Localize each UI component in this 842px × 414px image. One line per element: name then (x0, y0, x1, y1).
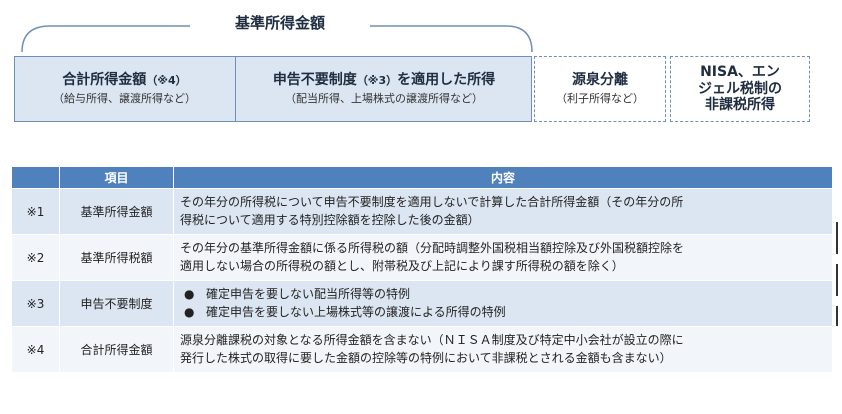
row-content-line: その年分の所得税について申告不要制度を適用しないで計算した合計所得金額（その年分… (180, 195, 684, 210)
row-content: その年分の所得税について申告不要制度を適用しないで計算した合計所得金額（その年分… (173, 188, 833, 235)
bullet-dot: ● (184, 304, 195, 319)
bullet-item: ● 確定申告を要しない配当所得等の特例 (180, 286, 826, 303)
row-content-line: 得税について適用する特別控除額を控除した後の金額） (180, 212, 480, 227)
edge-mark (836, 222, 838, 254)
diagram-title: 基準所得金額 (190, 12, 370, 33)
box-no-filing-note: （※3） (356, 74, 398, 88)
box-separate-withholding: 源泉分離 （利子所得など） (534, 56, 666, 122)
included-income-group (14, 56, 532, 122)
row-content: その年分の基準所得金額に係る所得税の額（分配時調整外国税相当額控除及び外国税額控… (173, 234, 833, 281)
edge-mark (836, 306, 838, 326)
row-content: 源泉分離課税の対象となる所得金額を含まない（ＮＩＳＡ制度及び特定中小会社が設立の… (173, 326, 833, 373)
row-no: ※4 (11, 326, 60, 373)
diagram-header: 基準所得金額 (20, 8, 534, 58)
box-separate-label: 源泉分離 (572, 72, 628, 89)
bullet-text: 確定申告を要しない配当所得等の特例 (206, 287, 411, 302)
header-content: 内容 (173, 166, 833, 189)
box-no-filing-label: 申告不要制度 (272, 72, 357, 89)
row-item: 基準所得税額 (59, 234, 174, 281)
row-item: 申告不要制度 (59, 280, 174, 327)
edge-mark (836, 264, 838, 296)
row-item: 基準所得金額 (59, 188, 174, 235)
bullet-dot: ● (184, 287, 195, 302)
table-row: ※4 合計所得金額 源泉分離課税の対象となる所得金額を含まない（ＮＩＳＡ制度及び… (11, 326, 833, 373)
box-no-filing-sub: （配当所得、上場株式の譲渡所得など） (285, 91, 483, 105)
row-content-line: 適用しない場合の所得税の額とし、附帯税及び上記により課す所得税の額を除く） (180, 258, 624, 273)
row-content-line: 源泉分離課税の対象となる所得金額を含まない（ＮＩＳＡ制度及び特定中小会社が設立の… (180, 333, 684, 348)
row-content: ● 確定申告を要しない配当所得等の特例 ● 確定申告を要しない上場株式等の譲渡による… (173, 280, 833, 327)
box-nisa-line-3: 非課税所得 (705, 97, 775, 114)
group-divider (235, 56, 236, 122)
box-total-income-label: 合計所得金額 (62, 72, 147, 89)
bullet-item: ● 確定申告を要しない上場株式等の譲渡による所得の特例 (180, 304, 826, 321)
table-row: ※3 申告不要制度 ● 確定申告を要しない配当所得等の特例 ● 確定申告を要しない上… (11, 280, 833, 327)
box-no-filing-suffix: を適用した所得 (397, 72, 496, 89)
table-row: ※2 基準所得税額 その年分の基準所得金額に係る所得税の額（分配時調整外国税相当… (11, 234, 833, 281)
row-no: ※2 (11, 234, 60, 281)
box-no-filing-income: 申告不要制度（※3）を適用した所得 （配当所得、上場株式の譲渡所得など） (236, 56, 532, 122)
definitions-table: 項目 内容 ※1 基準所得金額 その年分の所得税について申告不要制度を適用しない… (11, 166, 833, 373)
box-nisa-line-2: ジェル税制の (698, 80, 782, 97)
row-content-line: その年分の基準所得金額に係る所得税の額（分配時調整外国税相当額控除及び外国税額控… (180, 241, 685, 256)
header-no (11, 166, 60, 189)
box-total-income-sub: （給与所得、譲渡所得など） (53, 91, 196, 105)
box-total-income-note: （※4） (146, 74, 187, 88)
box-nisa-line-1: NISA、エン (700, 63, 780, 80)
table-header-row: 項目 内容 (11, 166, 833, 189)
table-row: ※1 基準所得金額 その年分の所得税について申告不要制度を適用しないで計算した合… (11, 188, 833, 235)
row-content-line: 発行した株式の取得に要した金額の控除等の特例において非課税とされる金額も含まない… (180, 350, 672, 365)
header-item: 項目 (59, 166, 174, 189)
row-no: ※1 (11, 188, 60, 235)
box-total-income: 合計所得金額（※4） （給与所得、譲渡所得など） (14, 56, 235, 122)
row-no: ※3 (11, 280, 60, 327)
box-nisa-angel: NISA、エン ジェル税制の 非課税所得 (670, 56, 810, 122)
box-separate-sub: （利子所得など） (556, 91, 644, 105)
row-item: 合計所得金額 (59, 326, 174, 373)
bullet-text: 確定申告を要しない上場株式等の譲渡による所得の特例 (206, 304, 506, 319)
